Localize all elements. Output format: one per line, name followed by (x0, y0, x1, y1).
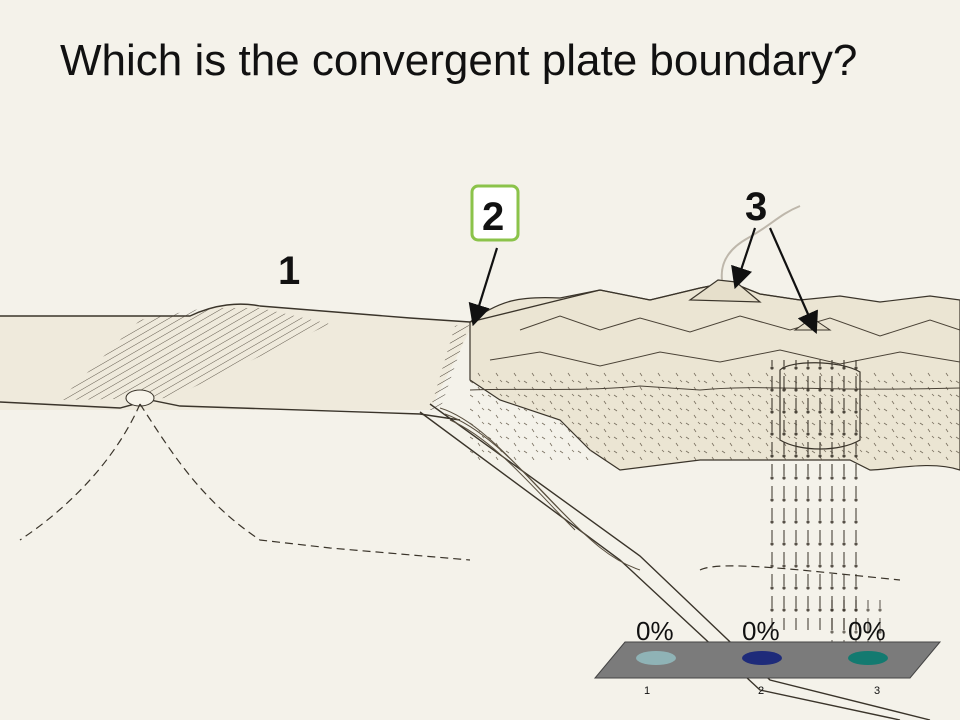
magma-chamber (765, 360, 890, 650)
trench (430, 322, 470, 410)
continental-plate (469, 205, 960, 471)
poll-bar-1 (636, 651, 676, 665)
label-1: 1 (278, 249, 300, 293)
highlight-box (470, 184, 520, 242)
arrow-3a (731, 227, 757, 290)
poll-option-number-3: 3 (874, 685, 880, 697)
label-2: 2 (482, 195, 504, 239)
poll-percent-3: 0% (848, 616, 886, 646)
label-3: 3 (745, 185, 767, 229)
poll-results: 0% 0% 0% 1 2 3 (593, 616, 942, 697)
poll-bar-2 (742, 651, 782, 665)
poll-percent-1: 0% (636, 616, 674, 646)
answer-option-2[interactable]: 2 (470, 184, 520, 242)
poll-option-number-2: 2 (758, 685, 764, 697)
subducting-slab (419, 403, 931, 720)
arrow-3b (768, 227, 818, 335)
mid-ocean-ridge (19, 308, 471, 561)
slide-title: Which is the convergent plate boundary? (60, 36, 858, 85)
poll-option-number-1: 1 (644, 685, 650, 697)
poll-bar-3 (848, 651, 888, 665)
arrow-2 (468, 247, 499, 327)
poll-percent-2: 0% (742, 616, 780, 646)
